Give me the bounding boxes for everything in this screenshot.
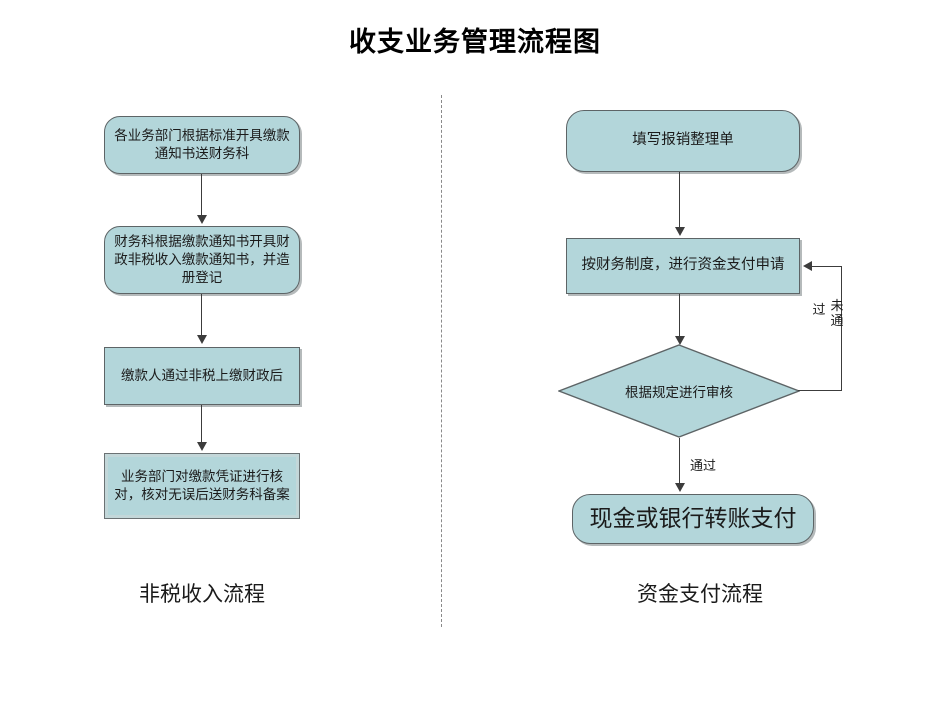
edge-label-reject-col-right: 未通	[830, 298, 844, 328]
feedback-hline-top	[812, 266, 842, 267]
edge-label-reject-col-left: 过	[812, 302, 826, 317]
connector-left-1-2	[201, 174, 202, 218]
column-divider	[441, 95, 442, 627]
edge-label-approve: 通过	[690, 458, 717, 473]
connector-right-1-2	[679, 172, 680, 230]
connector-left-2-3	[201, 294, 202, 338]
node-right-4-label: 现金或银行转账支付	[589, 505, 797, 531]
node-right-1[interactable]: 填写报销整理单	[566, 110, 800, 172]
node-left-2-label: 财务科根据缴款通知书开具财政非税收入缴款通知书，并造册登记	[114, 234, 290, 285]
arrowhead-feedback	[803, 261, 812, 271]
arrowhead-right-1-2	[675, 227, 685, 236]
node-left-3[interactable]: 缴款人通过非税上缴财政后	[104, 347, 300, 405]
diamond-shape	[558, 344, 800, 438]
node-left-2[interactable]: 财务科根据缴款通知书开具财政非税收入缴款通知书，并造册登记	[104, 226, 300, 294]
arrowhead-right-3-4	[675, 483, 685, 492]
page-title: 收支业务管理流程图	[349, 27, 601, 57]
feedback-hline-bottom	[798, 390, 842, 391]
arrowhead-right-2-3	[675, 336, 685, 345]
right-flow-caption: 资金支付流程	[637, 582, 763, 606]
connector-left-3-4	[201, 405, 202, 445]
node-left-1-label: 各业务部门根据标准开具缴款通知书送财务科	[114, 128, 290, 161]
connector-right-2-3	[679, 294, 680, 338]
node-left-4[interactable]: 业务部门对缴款凭证进行核对，核对无误后送财务科备案	[104, 453, 300, 519]
connector-right-3-4	[679, 438, 680, 486]
node-right-4[interactable]: 现金或银行转账支付	[572, 494, 814, 544]
node-left-1[interactable]: 各业务部门根据标准开具缴款通知书送财务科	[104, 116, 300, 174]
left-flow-caption: 非税收入流程	[139, 582, 265, 606]
node-right-2-label: 按财务制度，进行资金支付申请	[581, 257, 785, 274]
arrowhead-left-3-4	[197, 442, 207, 451]
node-right-2[interactable]: 按财务制度，进行资金支付申请	[566, 238, 800, 294]
arrowhead-left-1-2	[197, 215, 207, 224]
feedback-vline	[841, 266, 842, 391]
arrowhead-left-2-3	[197, 335, 207, 344]
node-left-3-label: 缴款人通过非税上缴财政后	[121, 368, 283, 384]
node-left-4-label: 业务部门对缴款凭证进行核对，核对无误后送财务科备案	[114, 469, 290, 502]
node-right-3-decision[interactable]: 根据规定进行审核	[558, 344, 800, 438]
node-right-1-label: 填写报销整理单	[632, 132, 734, 149]
